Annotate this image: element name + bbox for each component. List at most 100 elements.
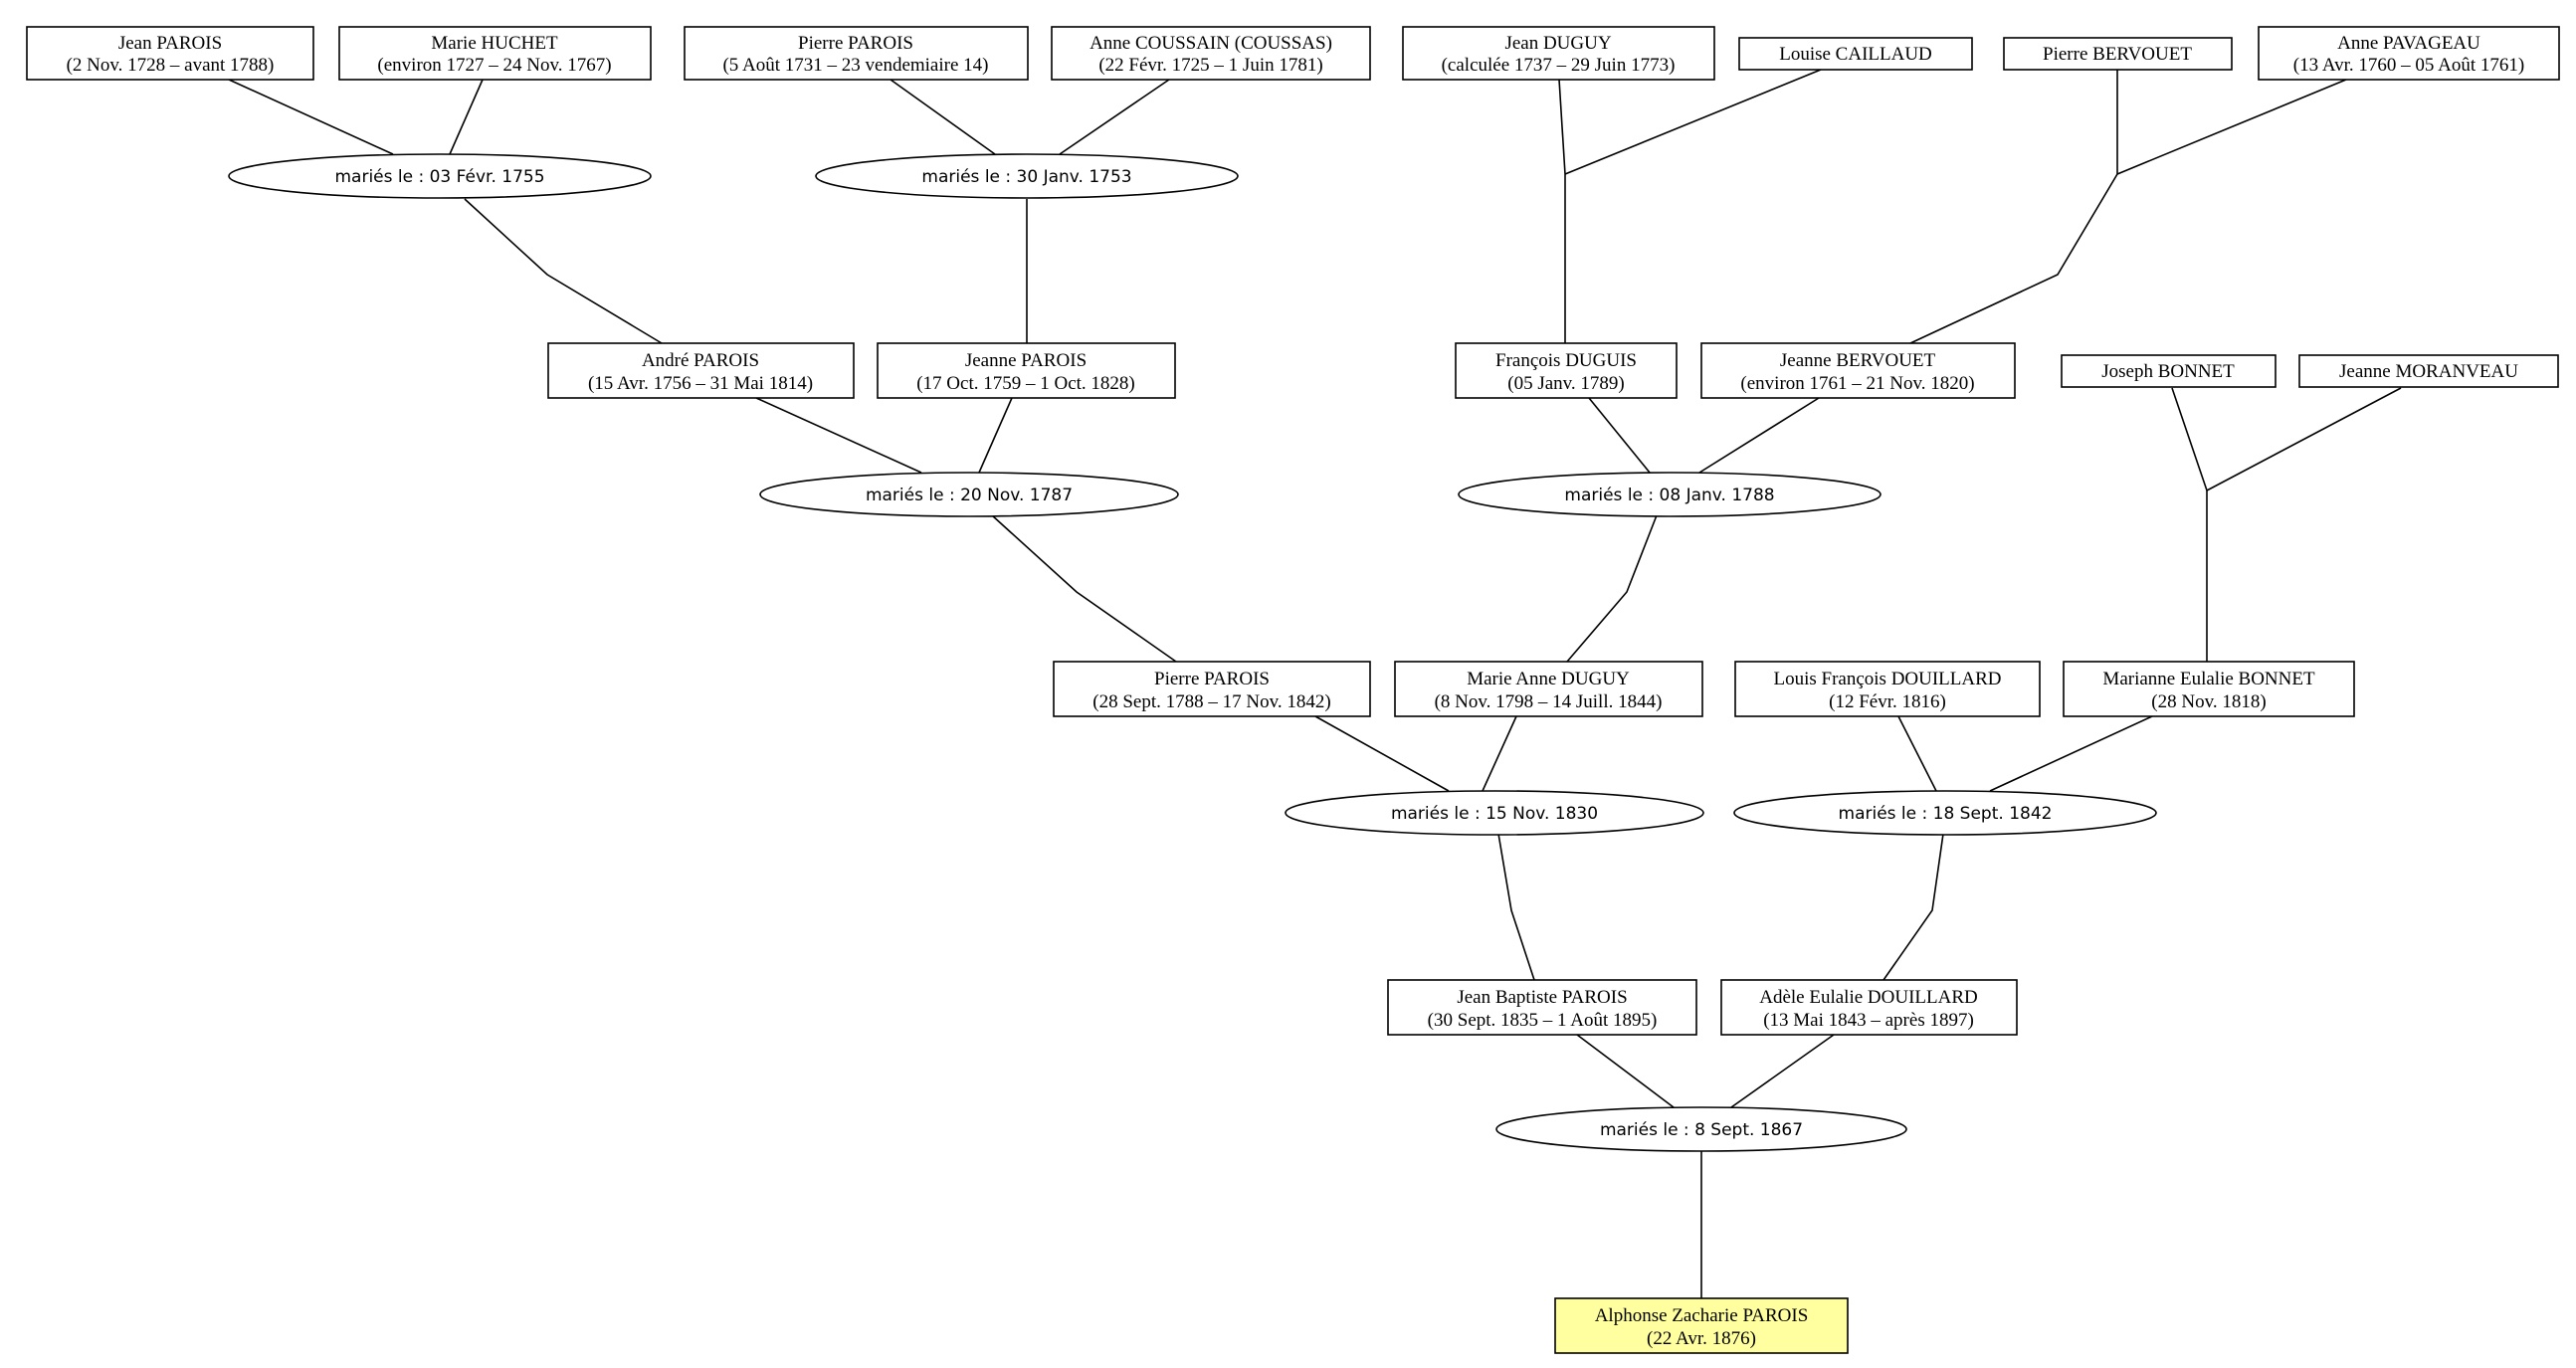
edge-p1-u1 (228, 79, 394, 155)
person-name: Jeanne MORANVEAU (2339, 361, 2518, 382)
person-name: Anne COUSSAIN (COUSSAS) (1090, 33, 1332, 54)
person-p3[interactable]: Pierre PAROIS (5 Août 1731 – 23 vendemia… (684, 26, 1029, 81)
person-p13[interactable]: Joseph BONNET (2061, 354, 2277, 388)
union-u6: mariés le : 08 Janv. 1788 (1458, 472, 1882, 517)
person-dates: (environ 1761 – 21 Nov. 1820) (1740, 373, 1974, 394)
person-name: Jean Baptiste PAROIS (1457, 987, 1627, 1008)
person-p18[interactable]: Marianne Eulalie BONNET (28 Nov. 1818) (2063, 661, 2355, 717)
person-p17[interactable]: Louis François DOUILLARD (12 Févr. 1816) (1734, 661, 2041, 717)
union-label: mariés le : 08 Janv. 1788 (1564, 486, 1774, 505)
person-name: Pierre PAROIS (798, 33, 913, 54)
person-dates: (environ 1727 – 24 Nov. 1767) (377, 55, 611, 76)
person-name: Jean DUGUY (1504, 33, 1611, 54)
person-name: François DUGUIS (1495, 350, 1637, 371)
edge-p17-u9 (1897, 715, 1937, 792)
person-name: Marianne Eulalie BONNET (2102, 669, 2315, 689)
edge-p15-u8 (1314, 715, 1450, 792)
edge-p14-u7 (2206, 387, 2402, 491)
person-dates: (15 Avr. 1756 – 31 Mai 1814) (588, 373, 813, 394)
union-label: mariés le : 30 Janv. 1753 (921, 167, 1131, 187)
person-p16[interactable]: Marie Anne DUGUY (8 Nov. 1798 – 14 Juill… (1394, 661, 1703, 717)
person-name: Jeanne PAROIS (965, 350, 1087, 371)
person-name: Joseph BONNET (2101, 361, 2235, 382)
persons: Jean PAROIS (2 Nov. 1728 – avant 1788) M… (26, 26, 2560, 1354)
edge-u8-p19 (1497, 833, 1535, 981)
edge-p11-u6 (1588, 397, 1651, 474)
person-dates: (13 Mai 1843 – après 1897) (1763, 1010, 1974, 1031)
union-u10: mariés le : 8 Sept. 1867 (1495, 1106, 1907, 1152)
union-label: mariés le : 18 Sept. 1842 (1839, 804, 2053, 824)
edge-p10-u5 (978, 397, 1013, 474)
person-name: Marie HUCHET (431, 33, 558, 54)
edge-p13-u7 (2171, 387, 2208, 491)
person-dates: (05 Janv. 1789) (1507, 373, 1625, 394)
person-p10[interactable]: Jeanne PAROIS (17 Oct. 1759 – 1 Oct. 182… (877, 342, 1176, 399)
person-p15[interactable]: Pierre PAROIS (28 Sept. 1788 – 17 Nov. 1… (1053, 661, 1371, 717)
person-dates: (28 Sept. 1788 – 17 Nov. 1842) (1092, 691, 1330, 712)
edge-p2-u1 (449, 79, 484, 155)
union-u5: mariés le : 20 Nov. 1787 (759, 472, 1179, 517)
person-name: Jeanne BERVOUET (1780, 350, 1936, 371)
union-u8: mariés le : 15 Nov. 1830 (1285, 790, 1704, 836)
edge-u9-p20 (1882, 833, 1944, 981)
union-u2: mariés le : 30 Janv. 1753 (815, 153, 1239, 199)
person-dates: (22 Févr. 1725 – 1 Juin 1781) (1098, 55, 1322, 76)
person-dates: (22 Avr. 1876) (1647, 1328, 1756, 1349)
person-p14[interactable]: Jeanne MORANVEAU (2298, 354, 2559, 388)
person-name: Marie Anne DUGUY (1467, 669, 1630, 689)
person-p1[interactable]: Jean PAROIS (2 Nov. 1728 – avant 1788) (26, 26, 314, 81)
person-dates: (2 Nov. 1728 – avant 1788) (67, 55, 275, 76)
edge-p20-u10 (1730, 1034, 1835, 1108)
person-name: Anne PAVAGEAU (2337, 33, 2480, 54)
person-dates: (30 Sept. 1835 – 1 Août 1895) (1428, 1010, 1658, 1031)
person-name: Louise CAILLAUD (1779, 44, 1932, 65)
edge-u6-p16 (1566, 514, 1658, 663)
person-name: Louis François DOUILLARD (1773, 669, 2001, 689)
person-name: Pierre PAROIS (1154, 669, 1270, 689)
person-p7[interactable]: Pierre BERVOUET (2003, 37, 2233, 71)
union-label: mariés le : 03 Févr. 1755 (334, 167, 544, 187)
union-label: mariés le : 15 Nov. 1830 (1391, 804, 1598, 824)
person-p11[interactable]: François DUGUIS (05 Janv. 1789) (1455, 342, 1678, 399)
edge-p5-u3 (1558, 79, 1566, 175)
person-dates: (5 Août 1731 – 23 vendemiaire 14) (722, 55, 988, 76)
edge-u1-p9 (464, 198, 663, 344)
edge-p9-u5 (755, 397, 922, 474)
edge-p16-u8 (1482, 715, 1517, 792)
person-name: Adèle Eulalie DOUILLARD (1759, 987, 1978, 1008)
edge-u5-p15 (991, 514, 1177, 663)
edge-p12-u6 (1698, 397, 1820, 474)
edge-p18-u9 (1989, 715, 2153, 792)
person-p2[interactable]: Marie HUCHET (environ 1727 – 24 Nov. 176… (338, 26, 652, 81)
edge-p19-u10 (1576, 1034, 1675, 1108)
person-dates: (17 Oct. 1759 – 1 Oct. 1828) (916, 373, 1135, 394)
person-dates: (12 Févr. 1816) (1829, 691, 1946, 712)
edge-p4-u2 (1059, 79, 1170, 155)
edge-u4-p12 (1909, 173, 2118, 344)
edge-p6-u3 (1564, 69, 1822, 175)
person-p4[interactable]: Anne COUSSAIN (COUSSAS) (22 Févr. 1725 –… (1051, 26, 1371, 81)
person-p8[interactable]: Anne PAVAGEAU (13 Avr. 1760 – 05 Août 17… (2258, 26, 2560, 81)
person-p12[interactable]: Jeanne BERVOUET (environ 1761 – 21 Nov. … (1700, 342, 2016, 399)
union-label: mariés le : 8 Sept. 1867 (1600, 1120, 1803, 1140)
person-p21-root[interactable]: Alphonse Zacharie PAROIS (22 Avr. 1876) (1554, 1297, 1849, 1354)
person-p9[interactable]: André PAROIS (15 Avr. 1756 – 31 Mai 1814… (547, 342, 855, 399)
person-name: André PAROIS (642, 350, 759, 371)
person-dates: (13 Avr. 1760 – 05 Août 1761) (2293, 55, 2524, 76)
union-u9: mariés le : 18 Sept. 1842 (1733, 790, 2157, 836)
person-p20[interactable]: Adèle Eulalie DOUILLARD (13 Mai 1843 – a… (1720, 979, 2018, 1036)
union-label: mariés le : 20 Nov. 1787 (866, 486, 1073, 505)
tree-connectors (228, 69, 2402, 1298)
edge-p8-u4 (2116, 79, 2347, 175)
union-u1: mariés le : 03 Févr. 1755 (228, 153, 652, 199)
person-p19[interactable]: Jean Baptiste PAROIS (30 Sept. 1835 – 1 … (1387, 979, 1697, 1036)
person-dates: (calculée 1737 – 29 Juin 1773) (1442, 55, 1676, 76)
person-name: Alphonse Zacharie PAROIS (1595, 1305, 1809, 1326)
person-p6[interactable]: Louise CAILLAUD (1738, 37, 1973, 71)
person-p5[interactable]: Jean DUGUY (calculée 1737 – 29 Juin 1773… (1402, 26, 1715, 81)
person-dates: (8 Nov. 1798 – 14 Juill. 1844) (1435, 691, 1663, 712)
person-name: Pierre BERVOUET (2043, 44, 2192, 65)
person-name: Jean PAROIS (118, 33, 222, 54)
marriages: mariés le : 03 Févr. 1755 mariés le : 30… (228, 153, 2157, 1152)
